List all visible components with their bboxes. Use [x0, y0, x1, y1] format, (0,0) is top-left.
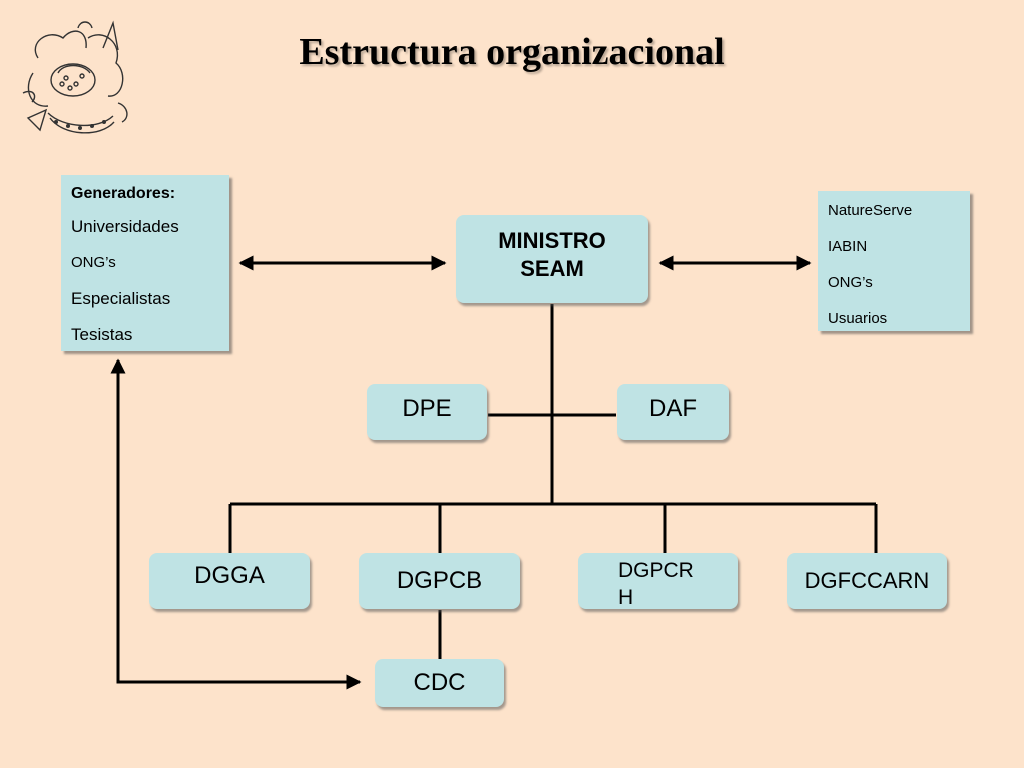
node-dgga: DGGA: [149, 553, 310, 609]
page-title: Estructura organizacional: [299, 31, 725, 73]
partners-list: NatureServe IABIN ONG’s Usuarios: [818, 191, 970, 331]
list-item: Especialistas: [71, 289, 171, 308]
list-item: ONG’s: [828, 274, 873, 291]
node-dgpcrh: DGPCRH: [578, 553, 738, 609]
list-item: NatureServe: [828, 202, 913, 219]
node-dpe-label: DPE: [402, 395, 452, 422]
list-item: Universidades: [71, 217, 179, 236]
node-dgpcrh-label: DGPCRH: [618, 559, 694, 609]
arrow-cdc-generadores: [110, 358, 362, 690]
list-item: Tesistas: [71, 325, 133, 344]
generadores-list: Generadores: Universidades ONG’s Especia…: [61, 175, 229, 351]
node-cdc: CDC: [375, 659, 504, 707]
list-item: Usuarios: [828, 310, 888, 327]
node-dgfccarn-label: DGFCCARN: [804, 568, 930, 593]
node-dpe: DPE: [367, 384, 487, 440]
node-dgpcb: DGPCB: [359, 553, 520, 609]
node-ministro-label: MINISTRO SEAM: [498, 228, 606, 281]
node-dgpcb-label: DGPCB: [396, 567, 483, 594]
node-cdc-label: CDC: [413, 669, 466, 696]
list-item: IABIN: [828, 238, 868, 255]
node-dgga-label: DGGA: [194, 562, 265, 589]
list-item: ONG’s: [71, 254, 116, 271]
node-daf-label: DAF: [649, 395, 697, 422]
wildlife-logo-icon: [22, 20, 128, 134]
generadores-heading: Generadores:: [71, 185, 176, 202]
node-ministro: MINISTRO SEAM: [456, 215, 648, 303]
node-dgfccarn: DGFCCARN: [787, 553, 947, 609]
node-daf: DAF: [617, 384, 729, 440]
